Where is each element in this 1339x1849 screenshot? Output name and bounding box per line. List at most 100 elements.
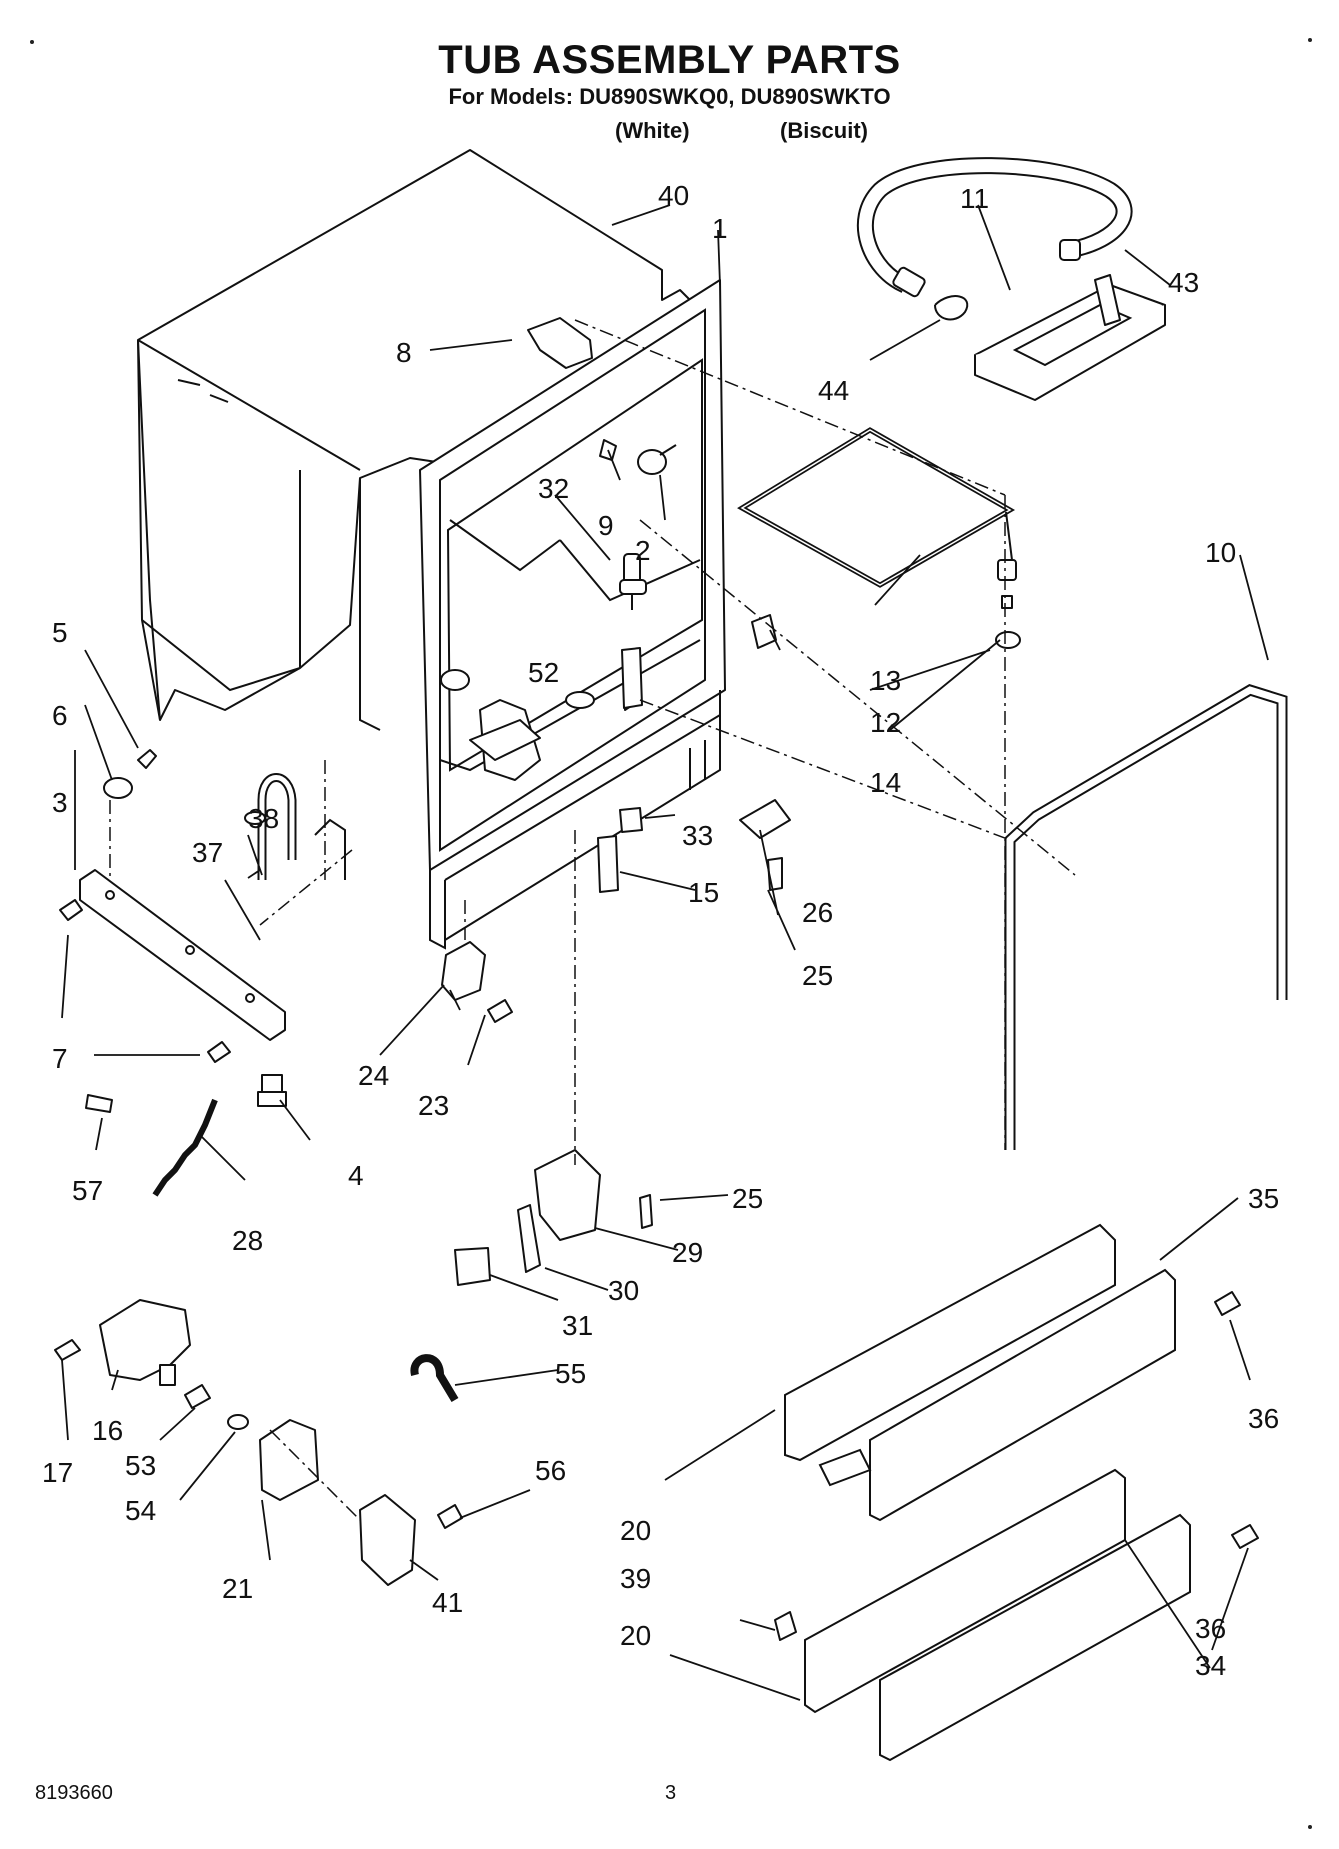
- callout-17: 17: [42, 1457, 73, 1488]
- callout-16: 16: [92, 1415, 123, 1446]
- callout-26: 26: [802, 897, 833, 928]
- callout-2: 2: [635, 535, 651, 566]
- callout-53: 53: [125, 1450, 156, 1481]
- part-33-nut: [619, 807, 643, 833]
- callout-4: 4: [348, 1160, 364, 1191]
- callout-8: 8: [396, 337, 412, 368]
- leader-lines: [61, 204, 1269, 1701]
- part-39-clip: [774, 1611, 797, 1641]
- callout-10: 10: [1205, 537, 1236, 568]
- part-26-latch: [739, 799, 791, 839]
- corner-mark: [1308, 38, 1312, 42]
- callout-13: 13: [870, 665, 901, 696]
- part-2-vent: [637, 444, 677, 475]
- callout-9: 9: [598, 510, 614, 541]
- part-53-screw: [184, 1384, 211, 1409]
- callout-57: 57: [72, 1175, 103, 1206]
- variant-biscuit-label: (Biscuit): [780, 118, 868, 143]
- callout-56: 56: [535, 1455, 566, 1486]
- callout-36: 36: [1248, 1403, 1279, 1434]
- part-7-screw: [207, 1041, 231, 1063]
- callout-52: 52: [528, 657, 559, 688]
- callout-34: 34: [1195, 1650, 1226, 1681]
- part-55-hose: [410, 1354, 459, 1403]
- part-36-screw: [1231, 1524, 1259, 1549]
- callout-40: 40: [658, 180, 689, 211]
- corner-mark: [30, 40, 34, 44]
- part-16-valve: [99, 1299, 191, 1386]
- part-13-heating-element: [737, 427, 1017, 609]
- construction-lines: [109, 319, 1076, 1521]
- callout-41: 41: [432, 1587, 463, 1618]
- page-number: 3: [665, 1782, 677, 1804]
- part-3-rail: [79, 869, 286, 1041]
- callout-30: 30: [608, 1275, 639, 1306]
- part-35-toe-panel: [784, 1223, 1176, 1522]
- callout-36b: 36: [1195, 1613, 1226, 1644]
- part-21-bracket: [259, 1419, 319, 1501]
- part-38-clamp: [244, 811, 266, 825]
- part-28-spring: [152, 1098, 218, 1197]
- part-15-spacer: [597, 835, 619, 893]
- part-7-screw: [59, 899, 83, 921]
- callout-11: 11: [960, 183, 989, 214]
- callout-3: 3: [52, 787, 68, 818]
- callout-29: 29: [672, 1237, 703, 1268]
- callout-5: 5: [52, 617, 68, 648]
- callout-23: 23: [418, 1090, 449, 1121]
- callout-7: 7: [52, 1043, 68, 1074]
- callout-labels: 40 1 8 9 2 32 52 11 43 44 10 13 12 14 5 …: [42, 180, 1279, 1681]
- part-32-float: [619, 553, 647, 709]
- part-31-cover: [454, 1247, 491, 1286]
- part-44-clamp: [934, 295, 969, 321]
- part-24-hinge: [441, 941, 486, 1001]
- callout-32: 32: [538, 473, 569, 504]
- part-25-screw: [639, 1194, 653, 1229]
- callout-28: 28: [232, 1225, 263, 1256]
- callout-20: 20: [620, 1515, 651, 1546]
- callout-39: 39: [620, 1563, 651, 1594]
- callout-21: 21: [222, 1573, 253, 1604]
- callout-43: 43: [1168, 267, 1199, 298]
- part-11-bracket: [974, 274, 1166, 401]
- part-1-tub: [314, 279, 726, 950]
- callout-37: 37: [192, 837, 223, 868]
- callout-20b: 20: [620, 1620, 651, 1651]
- part-10-rail: [1004, 684, 1288, 1150]
- doc-number: 8193660: [35, 1782, 113, 1804]
- part-52-bracket: [469, 719, 541, 761]
- callout-33: 33: [682, 820, 713, 851]
- part-57-label: [85, 1094, 113, 1113]
- callout-25b: 25: [732, 1183, 763, 1214]
- callout-38: 38: [248, 803, 279, 834]
- callout-14: 14: [870, 767, 901, 798]
- callout-1: 1: [712, 213, 728, 244]
- callout-44: 44: [818, 375, 849, 406]
- page-title: TUB ASSEMBLY PARTS: [438, 38, 901, 82]
- part-43-drain-hose: [856, 157, 1133, 298]
- part-34-toe-panel: [804, 1468, 1191, 1762]
- models-line: For Models: DU890SWKQ0, DU890SWKTO: [448, 84, 891, 109]
- part-36-screw: [1214, 1291, 1241, 1316]
- callout-55: 55: [555, 1358, 586, 1389]
- part-17-screw: [54, 1339, 81, 1361]
- variant-white-label: (White): [615, 118, 690, 143]
- part-4-leg: [257, 1074, 287, 1107]
- part-23-screw: [487, 999, 513, 1023]
- part-54-washer: [227, 1414, 249, 1430]
- corner-mark: [1308, 1825, 1312, 1829]
- part-8-bracket: [527, 317, 593, 369]
- part-30-arm: [517, 1204, 541, 1273]
- part-14-washer: [995, 631, 1021, 649]
- part-6-washer: [103, 777, 133, 799]
- callout-31: 31: [562, 1310, 593, 1341]
- part-12-clip: [751, 614, 777, 649]
- callout-35: 35: [1248, 1183, 1279, 1214]
- callout-25: 25: [802, 960, 833, 991]
- callout-12: 12: [870, 707, 901, 738]
- part-5-screw: [137, 749, 157, 769]
- part-29-latch: [534, 1149, 601, 1241]
- callout-24: 24: [358, 1060, 389, 1091]
- part-41-bracket: [359, 1494, 416, 1586]
